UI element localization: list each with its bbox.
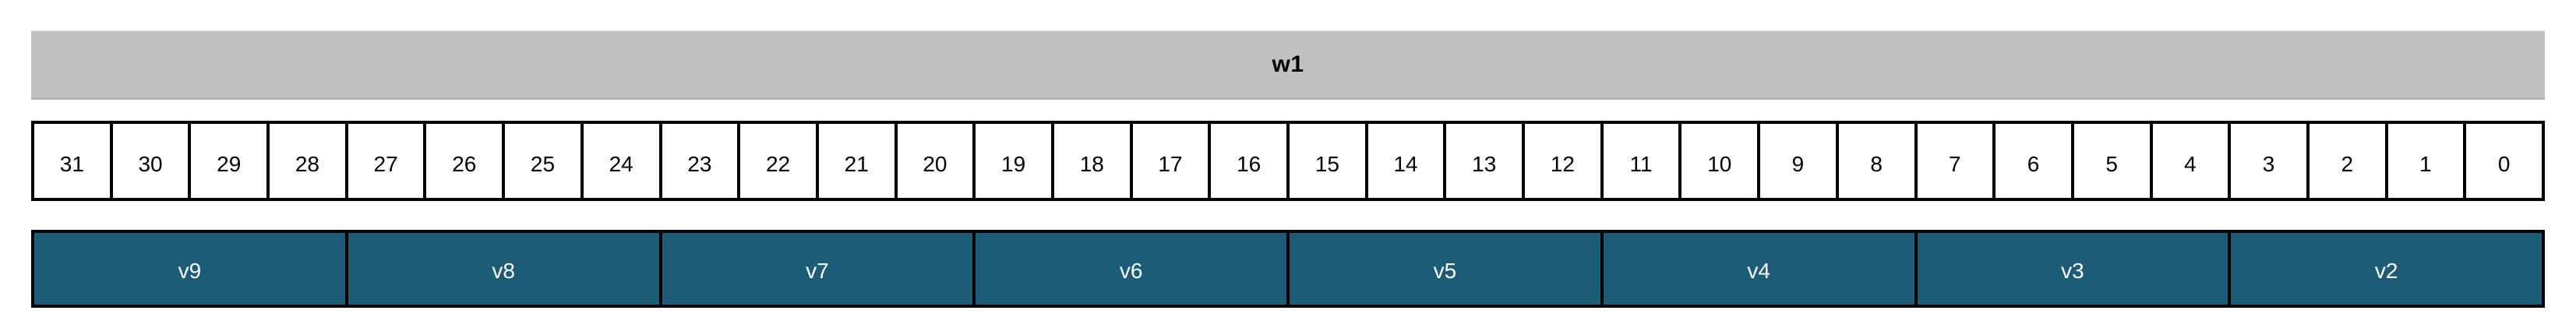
field-row: v9 v8 v7 v6 v5 v4 v3 v2 (31, 230, 2545, 308)
bit-index-label: 5 (2105, 151, 2118, 176)
bit-cell[interactable]: 2 (2309, 124, 2388, 198)
field-name-label: v4 (1747, 259, 1770, 283)
bit-index-label: 29 (217, 151, 242, 176)
bit-cell[interactable]: 15 (1290, 124, 1368, 198)
bit-cell[interactable]: 7 (1917, 124, 1996, 198)
field-cell[interactable]: v8 (348, 233, 662, 305)
bit-cell[interactable]: 18 (1053, 124, 1133, 198)
field-cell[interactable]: v5 (1290, 233, 1604, 305)
bit-index-label: 25 (530, 151, 556, 176)
bit-index-label: 19 (1001, 151, 1026, 176)
field-name-label: v6 (1119, 259, 1143, 283)
field-name-label: v7 (806, 259, 829, 283)
bit-index-label: 12 (1550, 151, 1575, 176)
bit-index-label: 3 (2262, 151, 2275, 176)
bit-cell[interactable]: 14 (1367, 124, 1447, 198)
field-name-label: v5 (1433, 259, 1457, 283)
bit-cell[interactable]: 17 (1132, 124, 1212, 198)
bit-index-label: 9 (1791, 151, 1805, 176)
register-name-label: w1 (1272, 51, 1304, 77)
bit-index-label: 22 (765, 151, 791, 176)
bit-index-label: 30 (138, 151, 163, 176)
bit-cell[interactable]: 19 (976, 124, 1054, 198)
bit-index-label: 28 (295, 151, 319, 176)
bit-index-label: 27 (373, 151, 398, 176)
bit-cell[interactable]: 25 (505, 124, 584, 198)
bit-cell[interactable]: 31 (34, 124, 113, 198)
bit-cell[interactable]: 22 (740, 124, 819, 198)
field-name-label: v9 (178, 259, 202, 283)
bit-cell[interactable]: 24 (583, 124, 662, 198)
field-cell[interactable]: v6 (976, 233, 1290, 305)
bit-cell[interactable]: 4 (2152, 124, 2232, 198)
field-name-label: v2 (2374, 259, 2398, 283)
bit-cell[interactable]: 1 (2387, 124, 2467, 198)
bit-index-label: 11 (1629, 151, 1653, 176)
bit-cell[interactable]: 12 (1525, 124, 1604, 198)
field-cell[interactable]: v3 (1917, 233, 2232, 305)
bit-cell[interactable]: 28 (270, 124, 348, 198)
bit-cell[interactable]: 8 (1838, 124, 1918, 198)
bit-index-label: 20 (923, 151, 947, 176)
field-name-label: v3 (2061, 259, 2084, 283)
register-name-bar: w1 (31, 30, 2545, 100)
bit-cell[interactable]: 23 (662, 124, 741, 198)
bit-cell[interactable]: 3 (2231, 124, 2310, 198)
field-cell[interactable]: v4 (1603, 233, 1918, 305)
bit-cell[interactable]: 29 (191, 124, 270, 198)
bit-index-label: 24 (609, 151, 633, 176)
bit-index-label: 2 (2341, 151, 2354, 176)
bit-index-label: 15 (1314, 151, 1339, 176)
bit-cell[interactable]: 13 (1446, 124, 1526, 198)
field-name-label: v8 (492, 259, 515, 283)
field-cell[interactable]: v2 (2231, 233, 2542, 305)
bit-cell[interactable]: 16 (1211, 124, 1290, 198)
bit-index-label: 14 (1393, 151, 1418, 176)
bit-cell[interactable]: 10 (1681, 124, 1761, 198)
bit-index-label: 7 (1949, 151, 1961, 176)
bit-index-label: 17 (1158, 151, 1183, 176)
bit-cell[interactable]: 6 (1996, 124, 2074, 198)
bit-cell[interactable]: 20 (897, 124, 976, 198)
bit-index-label: 1 (2419, 151, 2432, 176)
bit-cell[interactable]: 26 (426, 124, 506, 198)
bit-index-label: 0 (2497, 151, 2511, 176)
bit-index-label: 16 (1237, 151, 1262, 176)
bit-cell[interactable]: 27 (348, 124, 427, 198)
bit-cell[interactable]: 30 (112, 124, 192, 198)
bit-index-label: 6 (2027, 151, 2040, 176)
bit-index-label: 23 (687, 151, 712, 176)
field-cell[interactable]: v7 (662, 233, 976, 305)
bit-index-label: 21 (844, 151, 869, 176)
bit-cell[interactable]: 11 (1603, 124, 1682, 198)
bit-index-label: 10 (1707, 151, 1732, 176)
bit-cell[interactable]: 0 (2466, 124, 2542, 198)
field-cell[interactable]: v9 (34, 233, 348, 305)
bit-cell[interactable]: 21 (818, 124, 898, 198)
bit-index-label: 18 (1079, 151, 1104, 176)
bit-cell[interactable]: 5 (2073, 124, 2153, 198)
bit-index-label: 8 (1870, 151, 1883, 176)
bit-index-label: 4 (2184, 151, 2197, 176)
bit-index-label: 13 (1472, 151, 1497, 176)
bit-cell[interactable]: 9 (1760, 124, 1839, 198)
bit-index-label: 26 (452, 151, 477, 176)
bit-index-label: 31 (59, 151, 84, 176)
